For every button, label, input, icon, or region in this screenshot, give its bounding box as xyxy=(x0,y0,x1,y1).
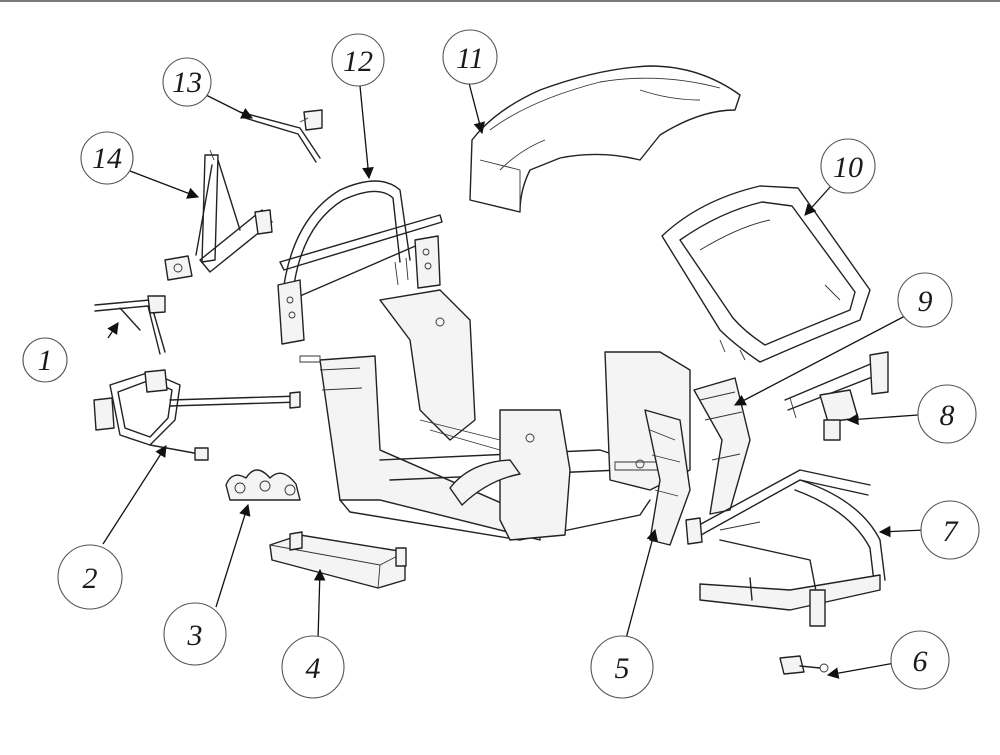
callout-11-label: 11 xyxy=(456,42,484,75)
callout-10-label: 10 xyxy=(833,151,863,184)
part-3-clamp-piece xyxy=(225,469,301,501)
leader-10 xyxy=(804,185,832,216)
main-chassis-tub xyxy=(299,289,691,541)
callout-6: 6 xyxy=(890,630,950,690)
leader-lines xyxy=(102,82,926,679)
part-11-hardtop-roof xyxy=(469,65,741,213)
callout-9: 9 xyxy=(897,272,953,328)
callout-5-label: 5 xyxy=(615,652,630,685)
callout-11: 11 xyxy=(442,29,498,85)
part-10-windshield-frame xyxy=(661,185,871,363)
callout-4-label: 4 xyxy=(306,652,321,685)
callout-8: 8 xyxy=(917,384,977,444)
callout-8-label: 8 xyxy=(940,399,955,432)
leader-8 xyxy=(846,413,919,426)
leader-3 xyxy=(215,503,251,608)
part-4-floor-rail xyxy=(269,531,407,589)
callout-3-label: 3 xyxy=(187,619,203,652)
callout-12: 12 xyxy=(331,33,385,87)
leader-14 xyxy=(129,170,200,199)
leader-12 xyxy=(359,85,374,180)
callout-1-label: 1 xyxy=(38,344,53,377)
callout-14: 14 xyxy=(80,131,134,185)
callout-9-label: 9 xyxy=(918,285,933,318)
part-7-rear-subframe xyxy=(685,469,886,627)
part-8-cross-member xyxy=(784,351,889,441)
part-1-small-brace xyxy=(94,295,166,355)
part-14-a-frame-bracket xyxy=(164,149,273,281)
callout-4: 4 xyxy=(281,635,345,699)
top-border-line xyxy=(0,0,1000,2)
part-13-bracket-rod xyxy=(239,109,323,163)
part-5-side-panel xyxy=(644,409,691,546)
part-9-side-bracket xyxy=(693,377,751,515)
callout-7: 7 xyxy=(920,500,980,560)
part-12-roll-bar xyxy=(277,180,443,345)
leader-4 xyxy=(313,568,326,641)
callout-6-label: 6 xyxy=(913,645,928,678)
part-2-rear-frame-loop xyxy=(93,369,301,461)
leader-1 xyxy=(107,322,119,339)
callout-10: 10 xyxy=(820,138,876,194)
part-6-latch xyxy=(779,655,829,675)
callout-14-label: 14 xyxy=(92,142,122,175)
leader-7 xyxy=(878,525,926,538)
leader-6 xyxy=(826,662,896,679)
callout-13-label: 13 xyxy=(172,66,202,99)
callout-3: 3 xyxy=(163,602,227,666)
callout-2: 2 xyxy=(57,544,123,610)
callout-1: 1 xyxy=(22,337,68,383)
callout-7-label: 7 xyxy=(943,515,960,548)
callout-13: 13 xyxy=(162,57,212,107)
leader-5 xyxy=(623,528,658,647)
leader-13 xyxy=(205,94,254,119)
callout-12-label: 12 xyxy=(343,45,373,78)
leader-2 xyxy=(102,445,167,545)
callout-2-label: 2 xyxy=(83,562,98,595)
callout-5: 5 xyxy=(590,635,654,699)
leader-11 xyxy=(468,82,486,135)
leader-9 xyxy=(733,315,906,406)
